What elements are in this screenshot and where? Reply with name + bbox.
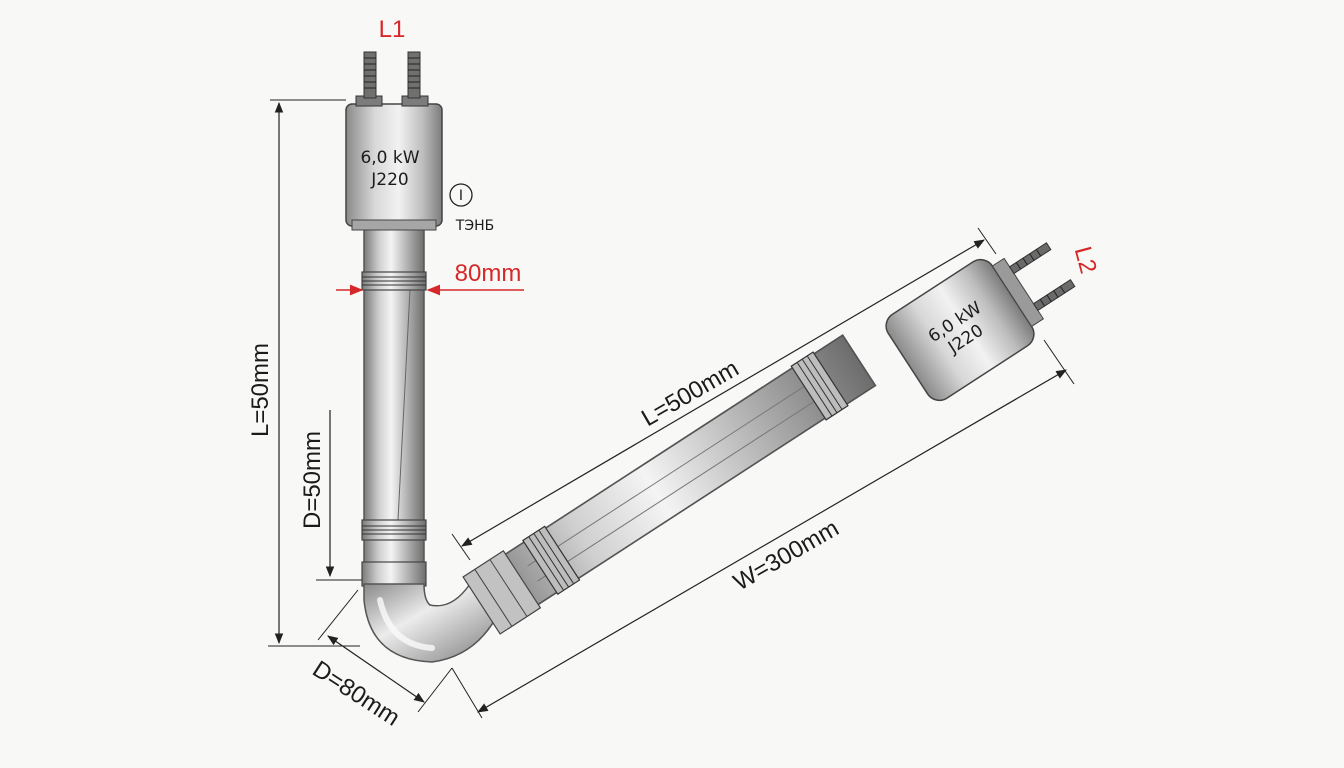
top-terminal-bolts [363,51,421,99]
side-cap: 6,0 kW J220 [885,242,1076,402]
diagonal-tube [462,334,877,635]
total-length-label: L=50mm [247,343,274,437]
marker-label: ТЭНБ [455,218,494,234]
side-terminal-bolts [1008,242,1076,312]
top-cap-power: 6,0 kW [360,148,419,168]
vertical-diameter-dimension: D=50mm [299,410,362,581]
vertical-band-lower [361,519,427,541]
marker-symbol: I [449,183,473,207]
vertical-diameter-label: D=50mm [299,431,326,529]
top-cap: 6,0 kW J220 [345,95,443,231]
bend-diameter-label: D=80mm [308,656,405,732]
vertical-collar [361,561,427,587]
top-cap-code: J220 [370,170,408,190]
arm-length-dimension: L=500mm [451,227,997,561]
total-length-dimension: L=50mm [247,99,360,647]
terminal-label-l2: L2 [1069,244,1102,277]
marker-symbol-text: I [459,188,463,204]
terminal-label-l1: L1 [379,16,406,43]
band-width-label: 80mm [455,260,522,287]
vertical-band-upper [361,271,427,291]
